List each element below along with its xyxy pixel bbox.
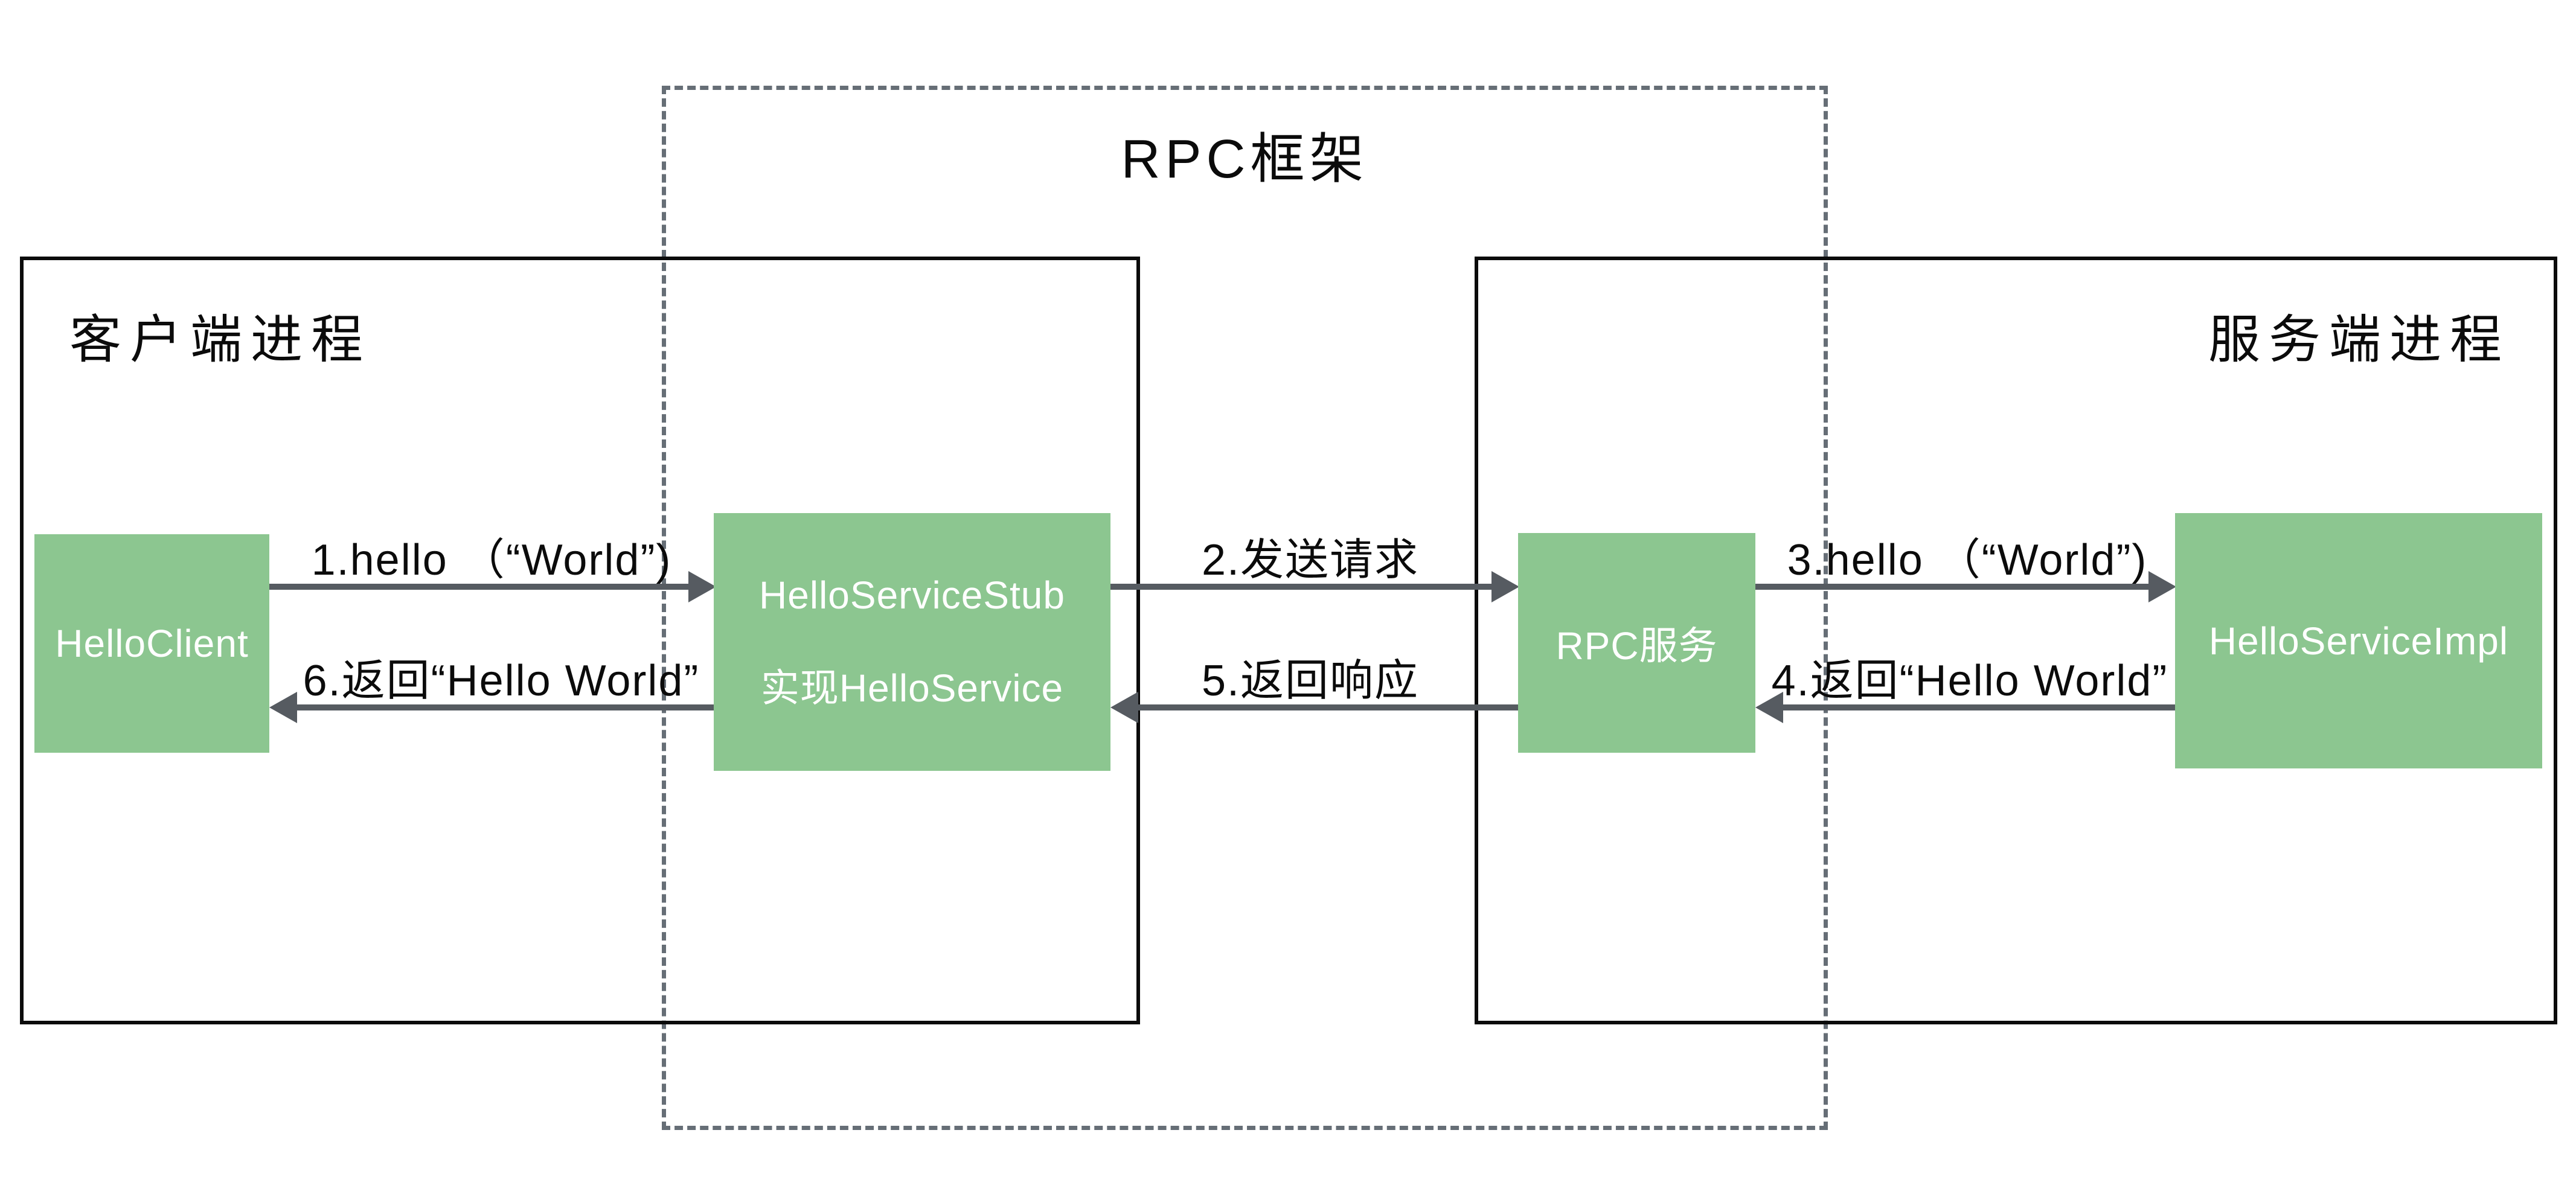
arrow-step2-line bbox=[1110, 584, 1491, 590]
arrow-label-step5: 5.返回响应 bbox=[1201, 657, 1420, 705]
node-hello-service-impl-label: HelloServiceImpl bbox=[2208, 619, 2509, 663]
arrowhead-right-icon bbox=[1491, 571, 1519, 602]
arrowhead-left-icon bbox=[269, 692, 297, 723]
arrow-label-step1: 1.hello （“World”) bbox=[311, 536, 672, 584]
arrow-step4-line bbox=[1783, 704, 2175, 710]
node-hello-service-stub-line2: 实现HelloService bbox=[760, 666, 1064, 710]
arrowhead-left-icon bbox=[1110, 692, 1138, 723]
arrowhead-left-icon bbox=[1755, 692, 1783, 723]
node-hello-service-impl: HelloServiceImpl bbox=[2175, 513, 2542, 768]
server-process-box bbox=[1475, 257, 2557, 1024]
arrowhead-right-icon bbox=[2148, 571, 2176, 602]
node-rpc-service: RPC服务 bbox=[1518, 533, 1755, 753]
rpc-framework-boundary bbox=[662, 86, 1828, 1130]
arrow-step5-line bbox=[1138, 704, 1518, 710]
arrow-step6-line bbox=[297, 704, 714, 710]
rpc-framework-title: RPC框架 bbox=[1121, 129, 1369, 190]
client-process-box bbox=[20, 257, 1140, 1024]
node-hello-client-label: HelloClient bbox=[55, 622, 249, 665]
client-process-label: 客户端进程 bbox=[69, 311, 371, 369]
node-rpc-service-label: RPC服务 bbox=[1556, 624, 1718, 668]
arrow-label-step3: 3.hello （“World”) bbox=[1787, 536, 2148, 584]
node-hello-service-stub-line1: HelloServiceStub bbox=[759, 573, 1065, 617]
arrow-label-step6: 6.返回“Hello World” bbox=[303, 657, 700, 705]
node-hello-service-stub: HelloServiceStub 实现HelloService bbox=[714, 513, 1110, 771]
server-process-label: 服务端进程 bbox=[2208, 311, 2510, 369]
arrow-step3-line bbox=[1755, 584, 2148, 590]
arrow-step1-line bbox=[269, 584, 688, 590]
node-hello-client: HelloClient bbox=[34, 534, 269, 753]
arrow-label-step2: 2.发送请求 bbox=[1201, 536, 1420, 584]
arrow-label-step4: 4.返回“Hello World” bbox=[1771, 657, 2168, 705]
arrowhead-right-icon bbox=[688, 571, 716, 602]
